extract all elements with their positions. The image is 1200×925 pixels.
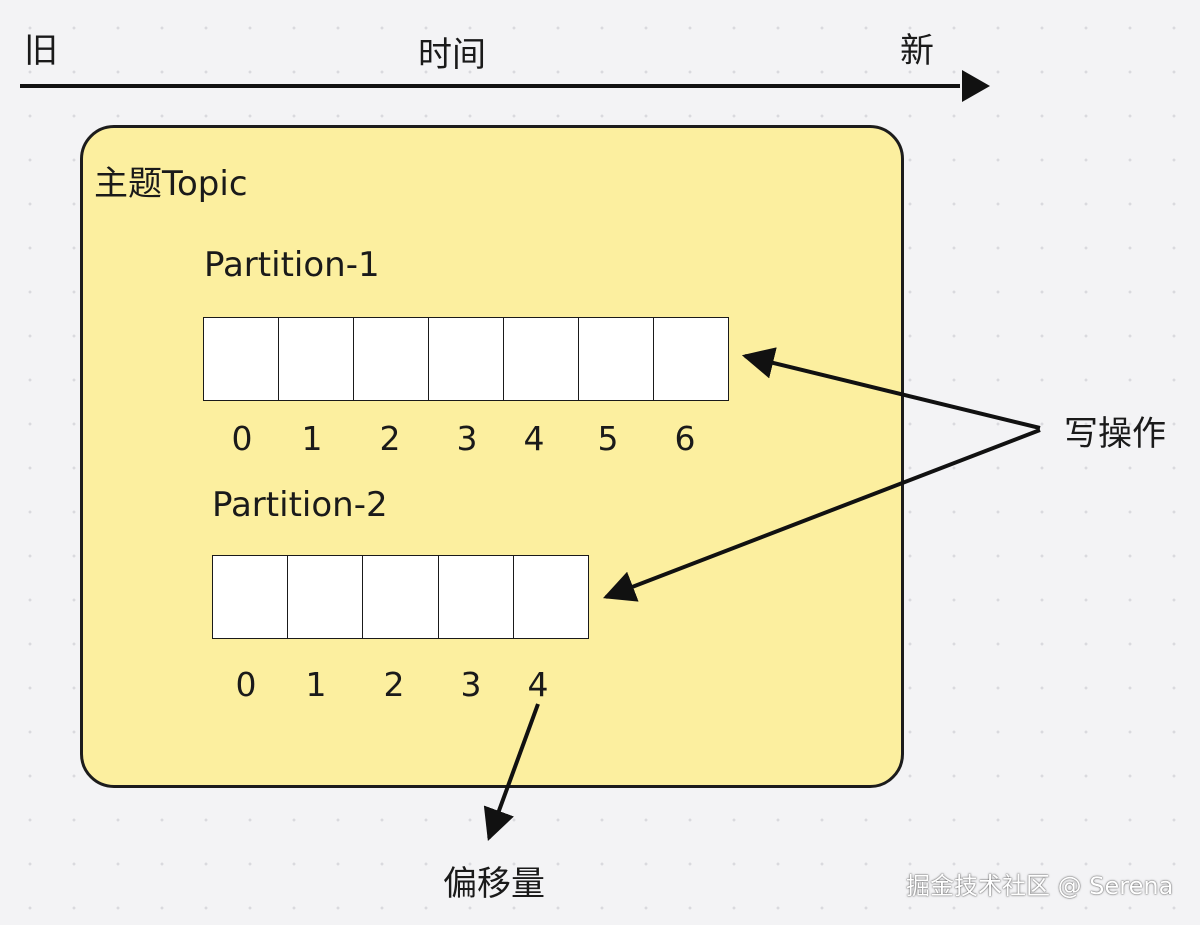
partition-1-offset: 3 <box>456 419 478 458</box>
partition-2-offset: 3 <box>460 665 482 704</box>
partition-1-offset: 1 <box>301 419 323 458</box>
partition-1-cell <box>654 318 728 400</box>
offset-label: 偏移量 <box>443 864 545 904</box>
timeline-time-label: 时间 <box>418 35 486 75</box>
timeline-arrow <box>20 70 990 102</box>
partition-2-offset: 4 <box>527 665 549 704</box>
partition-1-offset: 6 <box>674 419 696 458</box>
timeline-old-label: 旧 <box>24 31 58 71</box>
partition-2-label: Partition-2 <box>212 485 388 525</box>
partition-2-cell <box>514 556 588 638</box>
partition-1-offset: 5 <box>597 419 619 458</box>
partition-2-offset: 2 <box>383 665 405 704</box>
partition-1-cell <box>579 318 654 400</box>
partition-1-cell <box>279 318 354 400</box>
partition-1-offset: 4 <box>523 419 545 458</box>
partition-2-cell <box>288 556 364 638</box>
partition-1-cell <box>204 318 279 400</box>
timeline-new-label: 新 <box>900 31 934 71</box>
partition-2-cell <box>213 556 289 638</box>
partition-1-log <box>203 317 729 401</box>
partition-1-cell <box>429 318 504 400</box>
partition-1-cell <box>504 318 579 400</box>
partition-1-offset: 2 <box>379 419 401 458</box>
topic-title: 主题Topic <box>94 164 248 204</box>
topic-container <box>80 125 904 788</box>
watermark: 掘金技术社区 @ Serena <box>906 872 1174 900</box>
partition-2-offset: 1 <box>305 665 327 704</box>
partition-2-cell <box>363 556 439 638</box>
partition-1-cell <box>354 318 429 400</box>
partition-2-offset: 0 <box>235 665 257 704</box>
partition-1-label: Partition-1 <box>204 245 380 285</box>
write-operation-label: 写操作 <box>1064 414 1166 454</box>
partition-1-offset: 0 <box>231 419 253 458</box>
partition-2-cell <box>439 556 514 638</box>
partition-2-log <box>212 555 589 639</box>
